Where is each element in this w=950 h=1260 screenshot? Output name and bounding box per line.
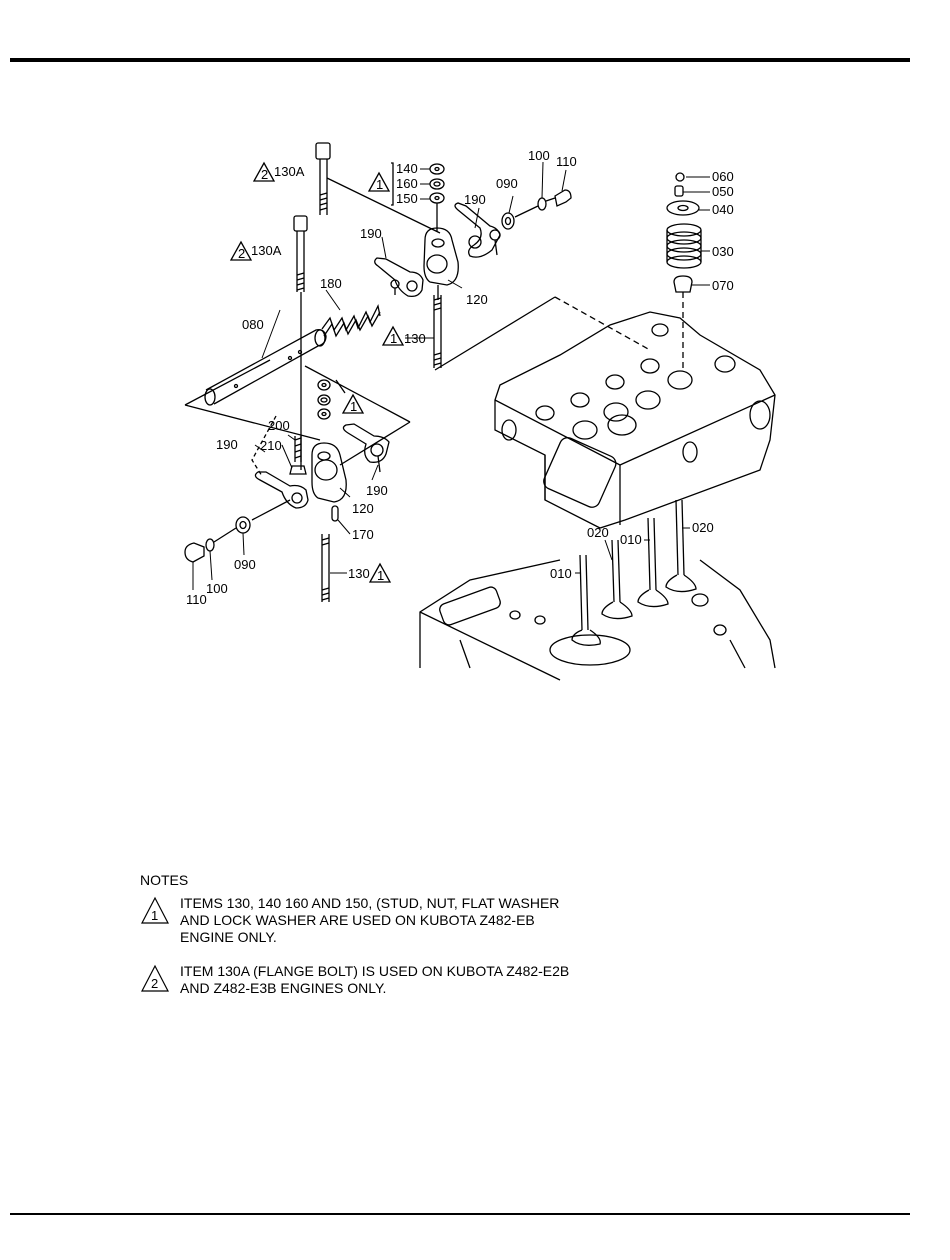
label-030: 030 (712, 244, 734, 259)
label-180: 180 (320, 276, 342, 291)
label-150: 150 (396, 191, 418, 206)
valve-010-left (571, 554, 601, 646)
bottom-rule (10, 1213, 910, 1215)
rocker-bracket-120-lower (311, 442, 347, 503)
nut-210 (289, 465, 307, 475)
label-190-mid: 190 (360, 226, 382, 241)
note-1: 1 ITEMS 130, 140 160 AND 150, (STUD, NUT… (140, 895, 700, 946)
marker-1-mid-text: 1 (390, 331, 397, 346)
valve-keeper-060 (675, 172, 685, 182)
flange-bolt-130a-lower (293, 215, 308, 470)
label-040: 040 (712, 202, 734, 217)
label-070: 070 (712, 278, 734, 293)
note-2-line-1: ITEM 130A (FLANGE BOLT) IS USED ON KUBOT… (180, 963, 570, 979)
label-200: 200 (268, 418, 290, 433)
note-2: 2 ITEM 130A (FLANGE BOLT) IS USED ON KUB… (140, 963, 700, 997)
note-1-triangle-icon: 1 (140, 896, 170, 924)
washer-100-lower (205, 538, 215, 552)
washer-090-lower (235, 516, 251, 534)
label-190-lower-left: 190 (216, 437, 238, 452)
pin-170 (331, 505, 339, 522)
valve-spring-030 (666, 223, 702, 269)
washer-090-upper (501, 212, 515, 230)
marker-1-lower-text: 1 (350, 399, 357, 414)
notes-section: NOTES 1 ITEMS 130, 140 160 AND 150, (STU… (140, 872, 700, 1014)
label-190-upper-right: 190 (464, 192, 486, 207)
cylinder-head (494, 311, 776, 529)
marker-2-upper-text: 2 (261, 167, 268, 182)
washer-100-upper (537, 197, 547, 211)
label-130-lower: 130 (348, 566, 370, 581)
label-190-lower-right: 190 (366, 483, 388, 498)
label-110-upper: 110 (556, 154, 577, 169)
stud-130-lower (321, 534, 330, 602)
label-120-upper: 120 (466, 292, 488, 307)
label-110-lower: 110 (186, 592, 207, 607)
notes-title: NOTES (140, 872, 189, 888)
assembly-plane (184, 359, 411, 466)
rocker-shaft-080 (204, 328, 327, 406)
note-1-line-1: ITEMS 130, 140 160 AND 150, (STUD, NUT, … (180, 895, 560, 911)
note-2-line-2: AND Z482-E3B ENGINES ONLY. (180, 980, 387, 996)
valve-stem-seal-070 (673, 275, 693, 293)
label-130A-lower: 130A (251, 243, 282, 258)
valve-010-right (637, 517, 669, 608)
label-010-right: 010 (620, 532, 642, 547)
stud-130-upper (433, 295, 442, 368)
label-020-left: 020 (587, 525, 609, 540)
flange-bolt-130a-upper (315, 142, 331, 215)
grouping-bracket-190 (251, 415, 277, 477)
label-140: 140 (396, 161, 418, 176)
label-050: 050 (712, 184, 734, 199)
marker-1-bottom-text: 1 (377, 568, 384, 583)
note-marker-1-bottom (368, 562, 392, 583)
plug-110-lower (184, 542, 205, 563)
label-090-upper: 090 (496, 176, 518, 191)
note-marker-1-upper (367, 162, 394, 206)
washer-stack-upper (429, 163, 445, 232)
label-130-upper: 130 (404, 331, 426, 346)
rocker-arm-190-mid-left (374, 257, 424, 298)
note-2-triangle-icon: 2 (140, 964, 170, 992)
note-2-marker: 2 (151, 976, 158, 991)
rocker-bracket-120-upper (423, 227, 459, 300)
spring-retainer-040 (666, 200, 700, 216)
label-130A-upper: 130A (274, 164, 305, 179)
valve-cotter-050 (674, 185, 684, 197)
note-marker-2-lower (229, 240, 253, 261)
rocker-arm-190-upper-right (454, 202, 501, 258)
rocker-arm-190-lower-right (342, 423, 390, 473)
label-100-lower: 100 (206, 581, 228, 596)
label-210: 210 (260, 438, 282, 453)
label-120-lower: 120 (352, 501, 374, 516)
note-1-line-3: ENGINE ONLY. (180, 929, 277, 945)
label-170: 170 (352, 527, 374, 542)
label-010-left: 010 (550, 566, 572, 581)
adjuster-screw-200 (294, 436, 302, 462)
label-090-lower: 090 (234, 557, 256, 572)
valve-020-left (601, 539, 633, 620)
spring-180 (321, 304, 381, 338)
marker-2-lower-text: 2 (238, 246, 245, 261)
note-marker-1-lower (335, 379, 365, 414)
label-100-upper: 100 (528, 148, 550, 163)
label-160: 160 (396, 176, 418, 191)
rocker-arm-190-lower-left (254, 471, 309, 509)
top-rule (10, 58, 910, 62)
note-marker-1-mid (381, 325, 405, 346)
cylinder-block (419, 559, 776, 681)
label-020-right: 020 (692, 520, 714, 535)
valve-020-right (665, 499, 697, 593)
exploded-parts-diagram: 1 2 2 1 1 1 130A 130A 140 160 150 100 11… (184, 142, 776, 681)
label-060: 060 (712, 169, 734, 184)
note-1-line-2: AND LOCK WASHER ARE USED ON KUBOTA Z482-… (180, 912, 535, 928)
plug-110-upper (554, 189, 572, 207)
note-1-marker: 1 (151, 908, 158, 923)
marker-1-upper-text: 1 (376, 177, 383, 192)
label-080: 080 (242, 317, 264, 332)
note-marker-2-upper (252, 161, 276, 182)
washer-stack-lower (317, 379, 331, 420)
